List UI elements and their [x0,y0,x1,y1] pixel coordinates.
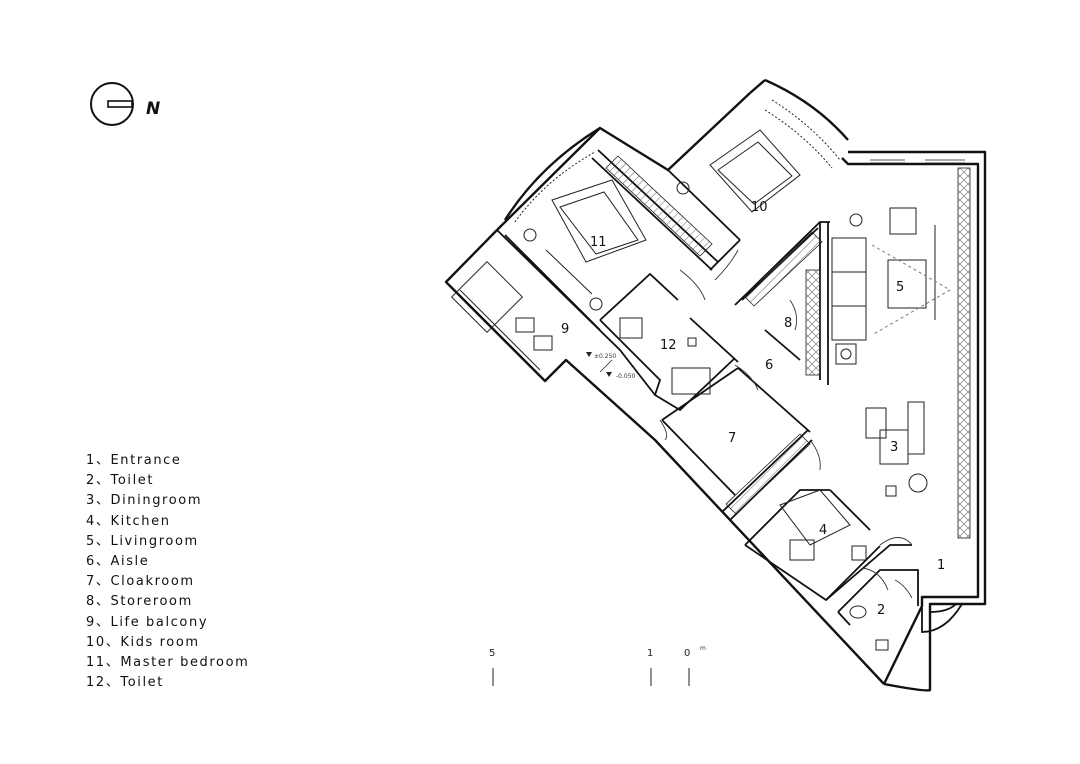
legend-label: Master bedroom [120,654,250,670]
room-3-label: 3 [890,440,898,455]
room-legend: 1、Entrance 2、Toilet 3、Diningroom 4、Kitch… [86,451,249,693]
legend-number: 7 [86,574,96,590]
scale-unit: m [700,645,706,652]
legend-number: 6 [86,553,96,569]
legend-item: 8、Storeroom [86,592,249,612]
door-swings [659,249,913,599]
legend-label: Entrance [110,453,182,468]
legend-number: 10 [86,634,106,650]
room-1-label: 1 [937,558,945,573]
legend-item: 11、Master bedroom [86,653,249,673]
scale-mark-5: 5 [489,648,495,659]
north-label: N [146,99,161,119]
level-lower: -0.050 [616,373,636,380]
toilet-12-fixtures [619,317,711,395]
legend-label: Storeroom [110,594,193,610]
scale-mark-1: 1 [647,648,653,659]
legend-number: 3 [86,493,96,509]
legend-item: 12、Toilet [86,673,249,693]
legend-label: Toilet [110,473,155,489]
master-bed [514,151,647,311]
wardrobe-cloak [725,433,811,515]
legend-number: 8 [86,594,96,610]
legend-item: 7、Cloakroom [86,572,249,592]
room-5-label: 5 [896,280,904,295]
living-window-top [870,159,965,164]
legend-number: 11 [86,654,106,670]
level-markers: ±0.250 -0.050 [586,352,636,380]
entrance-bay [921,603,963,633]
north-arrow-icon [90,82,134,126]
room-10-label: 10 [751,200,768,215]
balcony-fixtures [450,260,553,371]
legend-number: 5 [86,533,96,549]
legend-item: 10、Kids room [86,633,249,653]
legend-label: Toilet [120,675,164,691]
room-12-label: 12 [660,338,677,353]
living-window-strip [957,167,971,539]
room-4-label: 4 [819,523,827,538]
legend-label: Cloakroom [110,574,195,590]
legend-label: Life balcony [110,614,209,630]
legend-number: 4 [86,513,96,529]
legend-label: Kitchen [110,513,171,529]
legend-number: 12 [86,675,106,691]
room-2-label: 2 [877,603,885,618]
legend-number: 9 [86,614,96,630]
legend-item: 2、Toilet [86,471,249,491]
legend-label: Aisle [110,553,150,569]
dining-furniture [865,401,928,497]
legend-label: Diningroom [110,493,203,509]
toilet-2-fixtures [849,605,889,651]
legend-label: Kids room [120,634,200,650]
legend-item: 1、Entrance [86,451,249,471]
kids-bed [676,99,841,213]
room-8-label: 8 [784,316,792,331]
legend-item: 6、Aisle [86,552,249,572]
room-7-label: 7 [728,431,736,446]
wardrobe-master [605,155,713,257]
room-9-label: 9 [561,322,569,337]
interior-walls [496,149,919,626]
wardrobe-kids [743,231,823,307]
scale-bar [492,668,690,686]
legend-label: Livingroom [110,533,199,549]
legend-item: 4、Kitchen [86,512,249,532]
room-6-label: 6 [765,358,773,373]
legend-item: 5、Livingroom [86,532,249,552]
legend-number: 1 [86,453,96,468]
room-numbers: 1 2 3 4 5 6 7 8 9 10 11 12 [561,200,945,618]
legend-number: 2 [86,473,96,489]
level-upper: ±0.250 [594,353,616,360]
room-11-label: 11 [590,235,607,250]
legend-item: 3、Diningroom [86,491,249,511]
living-furniture [831,207,952,365]
storeroom-shelf [805,269,821,376]
legend-item: 9、Life balcony [86,613,249,633]
outer-walls [444,78,987,692]
kitchen-fixtures [779,489,867,561]
scale-mark-0: 0 [684,648,690,659]
